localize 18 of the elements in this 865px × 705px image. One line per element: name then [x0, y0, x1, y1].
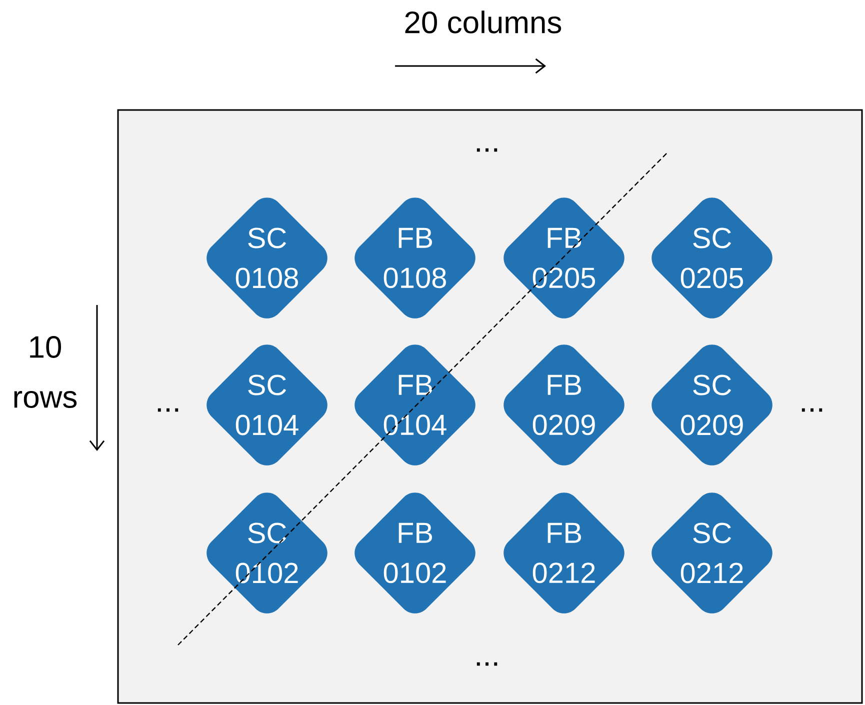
diamond-tile: FB 0209: [504, 344, 624, 466]
ellipsis: ...: [802, 408, 822, 412]
diamond-tile: SC 0209: [652, 344, 772, 466]
diamond-tile: FB 0104: [354, 344, 476, 466]
diamond-tile: FB 0102: [354, 492, 476, 614]
axis-label: 10 rows: [14, 336, 77, 408]
axis-label: 20 columns: [405, 10, 562, 34]
ellipsis: ...: [476, 148, 498, 152]
diamond-tile: SC 0108: [206, 198, 328, 318]
diamond-tile: FB 0205: [504, 198, 624, 318]
diamond-tile: FB 0212: [504, 492, 624, 614]
diamond-tile: FB 0108: [354, 198, 476, 318]
ellipsis: ...: [476, 662, 498, 666]
diamond-tile: SC 0102: [206, 492, 328, 614]
diamond-tile: SC 0212: [652, 492, 772, 614]
ellipsis: ...: [158, 408, 178, 412]
diamond-tile: SC 0104: [206, 344, 328, 466]
diamond-tile: SC 0205: [652, 198, 772, 318]
